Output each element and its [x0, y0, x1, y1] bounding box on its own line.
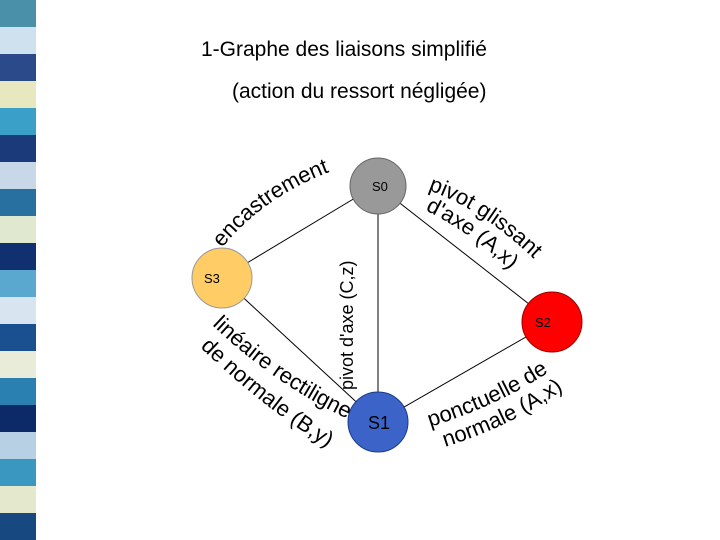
stripe-block	[0, 54, 36, 81]
stripe-block	[0, 243, 36, 270]
node-s2-label: S2	[535, 315, 551, 330]
stripe-block	[0, 0, 36, 27]
link-s1-s2	[377, 321, 553, 423]
decorative-stripe	[0, 0, 36, 540]
node-s0	[349, 157, 407, 215]
stripe-block	[0, 378, 36, 405]
stripe-block	[0, 135, 36, 162]
node-s0-label: S0	[372, 179, 388, 194]
stripe-block	[0, 513, 36, 540]
node-s3-label: S3	[204, 271, 220, 286]
stripe-block	[0, 189, 36, 216]
stripe-block	[0, 297, 36, 324]
stripe-block	[0, 324, 36, 351]
stripe-block	[0, 432, 36, 459]
stripe-block	[0, 405, 36, 432]
stripe-block	[0, 486, 36, 513]
link-s3-s1	[221, 277, 379, 423]
stripe-block	[0, 351, 36, 378]
stripe-block	[0, 27, 36, 54]
stripe-block	[0, 459, 36, 486]
node-s1	[347, 391, 409, 453]
node-s3	[191, 247, 253, 309]
stripe-block	[0, 108, 36, 135]
diagram-subtitle: (action du ressort négligée)	[232, 80, 487, 103]
label-encastrement: encastrement	[207, 153, 332, 251]
stripe-block	[0, 81, 36, 108]
node-s2	[521, 291, 583, 353]
stripe-block	[0, 270, 36, 297]
label-pivot-c-z: pivot d'axe (C,z)	[337, 261, 357, 390]
diagram-title: 1-Graphe des liaisons simplifié	[201, 38, 487, 61]
stripe-block	[0, 162, 36, 189]
stripe-block	[0, 216, 36, 243]
node-s1-label: S1	[368, 413, 390, 433]
link-s0-s2	[377, 185, 553, 323]
